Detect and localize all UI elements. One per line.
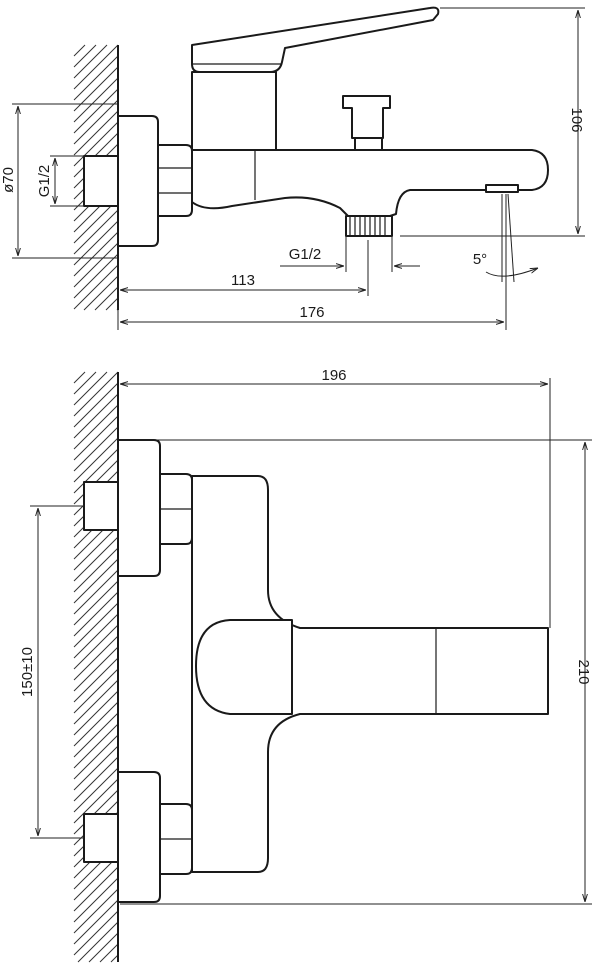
hatch-line bbox=[73, 712, 119, 758]
hatch-line bbox=[73, 910, 119, 956]
hatch-line bbox=[73, 55, 119, 101]
hatch-line bbox=[73, 121, 119, 167]
hatch-line bbox=[73, 231, 119, 277]
hatch-line bbox=[73, 668, 119, 714]
hatch-line bbox=[73, 44, 97, 68]
hatch-line bbox=[73, 602, 119, 648]
hatch-line bbox=[73, 88, 119, 134]
hatch-line bbox=[73, 448, 119, 494]
dimension-lines-side bbox=[12, 7, 585, 330]
hatch-line bbox=[73, 888, 119, 934]
hatch-line bbox=[73, 209, 119, 255]
lever-top bbox=[195, 619, 293, 715]
hatch-line bbox=[88, 932, 119, 963]
hatch-line bbox=[73, 899, 119, 945]
hatch-line bbox=[73, 635, 119, 681]
hatch-line bbox=[73, 371, 97, 395]
hatch-line bbox=[73, 77, 119, 123]
aerator bbox=[485, 184, 519, 193]
inlet-pipe bbox=[83, 155, 119, 207]
hatch-line bbox=[73, 679, 119, 725]
dim-label-outlet-thread: G1/2 bbox=[289, 246, 322, 263]
hatch-line bbox=[83, 275, 119, 311]
hatch-line bbox=[73, 242, 119, 288]
hatch-line bbox=[73, 393, 119, 439]
hatch-line bbox=[73, 877, 119, 923]
hatch-line bbox=[73, 110, 119, 156]
hatch-line bbox=[73, 734, 119, 780]
hatch-line bbox=[73, 690, 119, 736]
hatch-line bbox=[73, 591, 119, 637]
hatch-line bbox=[73, 580, 119, 626]
upper-inlet-pipe bbox=[83, 481, 119, 531]
hatch-line bbox=[73, 437, 119, 483]
diverter-knob bbox=[342, 95, 391, 139]
hatch-line bbox=[73, 701, 119, 747]
hatch-line bbox=[73, 44, 86, 57]
hatch-line bbox=[73, 745, 119, 791]
hatch-line bbox=[73, 756, 119, 802]
dim-label-210: 210 bbox=[575, 659, 592, 684]
hatch-line bbox=[73, 264, 119, 310]
hatch-line bbox=[73, 569, 119, 615]
hatch-line bbox=[73, 536, 119, 582]
dim-label-196: 196 bbox=[321, 367, 346, 384]
hatch-line bbox=[73, 613, 119, 659]
dim-label-flange-diameter: ø70 bbox=[0, 167, 17, 193]
hatch-line bbox=[73, 558, 119, 604]
side-view: 106 ø70 G1/2 G1/2 5° 113 176 bbox=[0, 6, 585, 330]
hatch-line bbox=[73, 646, 119, 692]
hex-nut bbox=[157, 144, 193, 217]
wall-hatch-top bbox=[73, 371, 119, 963]
hatch-line bbox=[73, 525, 119, 571]
hatch-line bbox=[73, 767, 119, 813]
lever-handle bbox=[191, 6, 440, 73]
spout bbox=[191, 149, 549, 217]
hatch-line bbox=[73, 382, 119, 428]
hatch-line bbox=[73, 404, 119, 450]
hatch-line bbox=[105, 297, 119, 311]
upper-wall-flange bbox=[117, 439, 161, 577]
dim-label-113: 113 bbox=[231, 272, 255, 289]
valve-body-top bbox=[191, 475, 549, 873]
dim-label-inlet-thread: G1/2 bbox=[36, 165, 53, 198]
hatch-line bbox=[73, 371, 119, 417]
hatch-line bbox=[73, 624, 119, 670]
lower-wall-flange bbox=[117, 771, 161, 903]
hatch-line bbox=[73, 426, 119, 472]
hatch-line bbox=[110, 954, 119, 963]
hatch-line bbox=[73, 855, 119, 901]
hatch-line bbox=[73, 44, 119, 90]
hatch-line bbox=[77, 921, 119, 963]
hatch-line bbox=[73, 866, 119, 912]
lower-inlet-pipe bbox=[83, 813, 119, 863]
dim-label-106: 106 bbox=[568, 107, 585, 132]
hatch-line bbox=[73, 253, 119, 299]
hatch-line bbox=[73, 657, 119, 703]
hatch-line bbox=[73, 415, 119, 461]
hatch-line bbox=[73, 778, 119, 824]
hatch-line bbox=[73, 789, 119, 835]
hatch-line bbox=[94, 286, 119, 311]
hatch-line bbox=[73, 371, 86, 384]
wall-flange bbox=[117, 115, 159, 247]
dim-label-angle: 5° bbox=[473, 251, 487, 268]
hatch-line bbox=[99, 943, 119, 963]
top-view: 196 210 150±10 bbox=[19, 367, 592, 963]
dim-label-center-distance: 150±10 bbox=[19, 647, 36, 697]
hatch-line bbox=[73, 723, 119, 769]
hatch-line bbox=[73, 547, 119, 593]
hatch-line bbox=[73, 371, 108, 406]
dim-label-176: 176 bbox=[299, 304, 324, 321]
hatch-line bbox=[73, 99, 119, 145]
valve-body bbox=[191, 71, 277, 151]
dimension-lines-top bbox=[30, 378, 592, 905]
hatch-line bbox=[73, 44, 108, 79]
